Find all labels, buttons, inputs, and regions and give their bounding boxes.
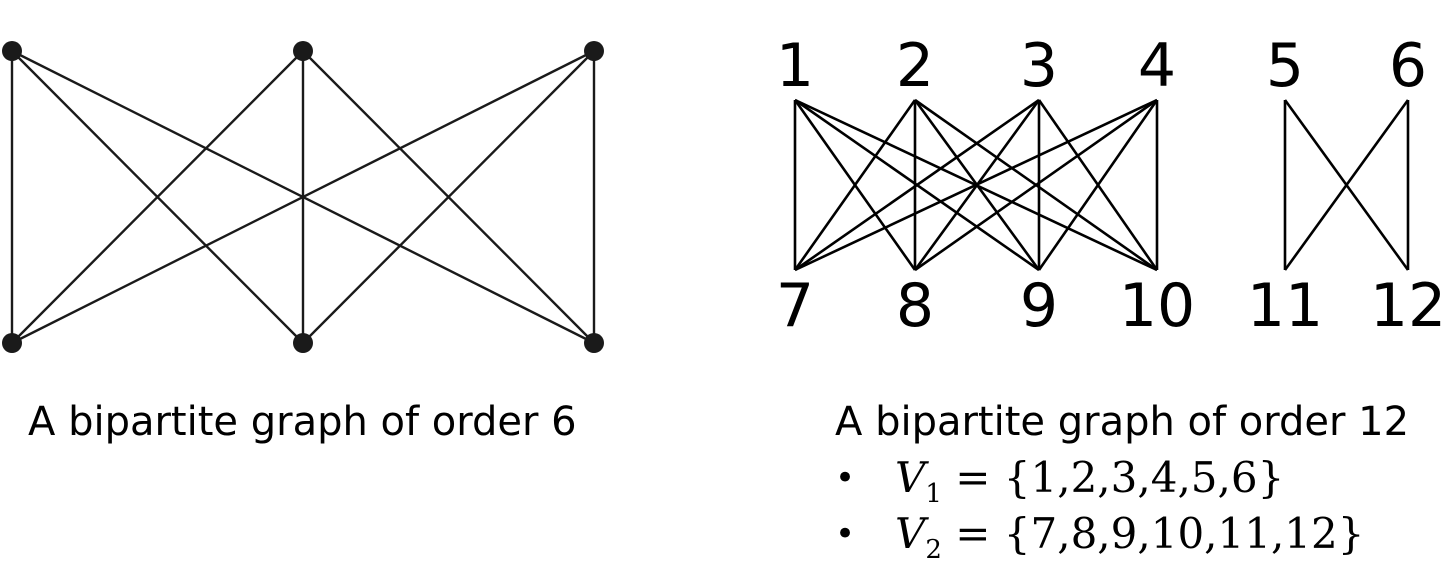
edge-line xyxy=(794,98,1158,272)
bullet-icon: • xyxy=(835,514,856,554)
edge-line xyxy=(793,99,917,271)
edge-line xyxy=(1283,99,1410,271)
edge-line xyxy=(914,98,1158,272)
set-variable: V xyxy=(895,453,926,502)
left-graph-caption: A bipartite graph of order 6 xyxy=(28,399,577,445)
edge-line xyxy=(794,98,1040,272)
vertex-dot xyxy=(293,333,313,353)
vertex-dot xyxy=(584,41,604,61)
set-subscript: 1 xyxy=(925,479,942,509)
set-members: = {7,8,9,10,11,12} xyxy=(941,509,1365,558)
vertex-label-9: 9 xyxy=(1020,271,1058,341)
vertex-label-10: 10 xyxy=(1119,271,1195,341)
vertex-label-1: 1 xyxy=(776,31,814,101)
bullet-icon: • xyxy=(835,458,856,498)
set-expression: V1 = {1,2,3,4,5,6} xyxy=(895,454,1284,518)
edge-line xyxy=(302,50,595,344)
left-graph-edges xyxy=(10,49,596,345)
set-expression: V2 = {7,8,9,10,11,12} xyxy=(895,510,1364,574)
vertex-label-11: 11 xyxy=(1247,271,1323,341)
edge-line xyxy=(11,49,595,345)
vertex-label-5: 5 xyxy=(1266,31,1304,101)
left-graph-vertices xyxy=(2,41,604,353)
edge-line xyxy=(11,50,304,344)
vertex-dot xyxy=(584,333,604,353)
set-variable: V xyxy=(895,509,926,558)
vertex-label-4: 4 xyxy=(1138,31,1176,101)
vertex-dot xyxy=(2,333,22,353)
vertex-label-2: 2 xyxy=(896,31,934,101)
vertex-label-7: 7 xyxy=(776,271,814,341)
vertex-label-8: 8 xyxy=(896,271,934,341)
left-bipartite-graph xyxy=(2,41,604,353)
vertex-dot xyxy=(2,41,22,61)
vertex-label-12: 12 xyxy=(1370,271,1446,341)
right-graph-caption: A bipartite graph of order 12 xyxy=(835,399,1410,445)
vertex-label-3: 3 xyxy=(1020,31,1058,101)
right-graph-edges xyxy=(793,98,1410,272)
set-subscript: 2 xyxy=(925,535,942,565)
vertex-dot xyxy=(293,41,313,61)
edge-line xyxy=(1037,99,1159,271)
set-members: = {1,2,3,4,5,6} xyxy=(941,453,1285,502)
vertex-label-6: 6 xyxy=(1389,31,1427,101)
